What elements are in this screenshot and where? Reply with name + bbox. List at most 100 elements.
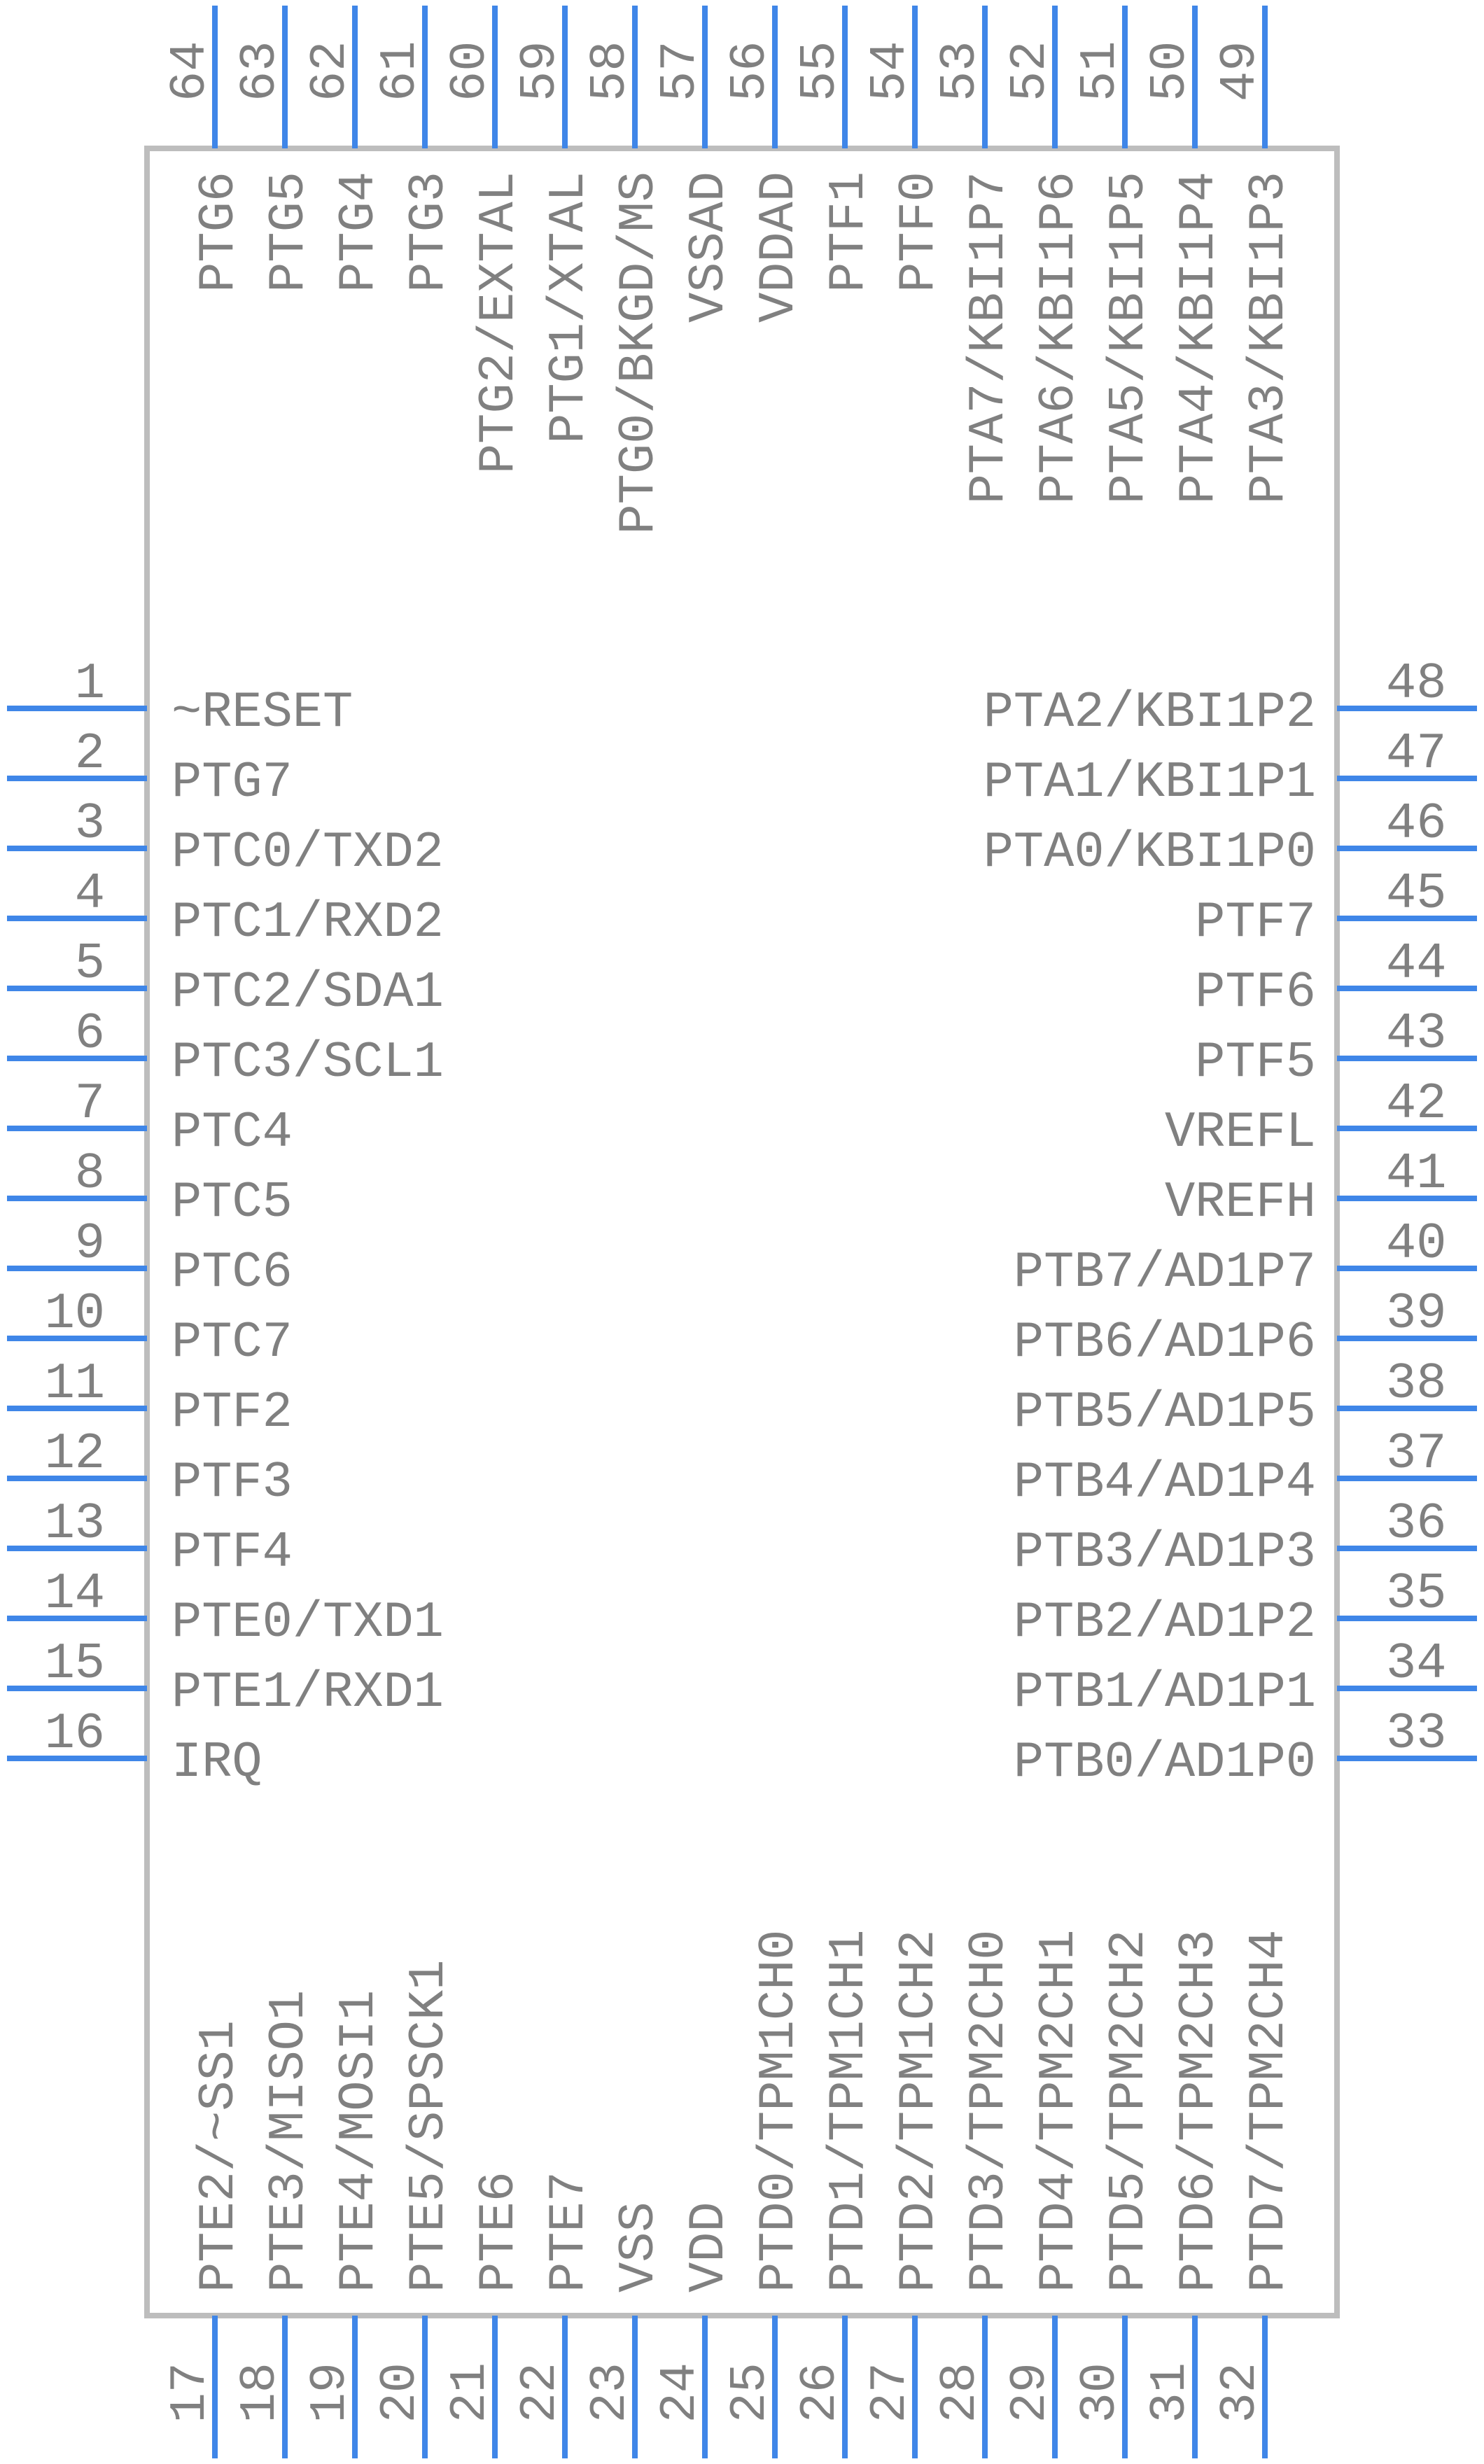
pin-19-name: PTE4/MOSI1 bbox=[330, 1990, 388, 2292]
pin-10-name: PTC7 bbox=[172, 1314, 293, 1371]
pin-25-name: PTD0/TPM1CH0 bbox=[750, 1930, 808, 2292]
pin-38-number: 38 bbox=[1386, 1355, 1446, 1413]
pin-35-name: PTB2/AD1P2 bbox=[1014, 1594, 1316, 1651]
pin-32-name: PTD7/TPM2CH4 bbox=[1240, 1930, 1298, 2292]
pin-18-name: PTE3/MISO1 bbox=[260, 1990, 318, 2292]
pin-36-number: 36 bbox=[1386, 1495, 1446, 1553]
pin-2-name: PTG7 bbox=[172, 754, 293, 811]
pin-43-name: PTF5 bbox=[1195, 1034, 1316, 1091]
pin-22-number: 22 bbox=[512, 2362, 569, 2423]
pin-6-number: 6 bbox=[75, 1005, 105, 1063]
pin-50-number: 50 bbox=[1142, 41, 1199, 102]
pin-52-name: PTA6/KBI1P6 bbox=[1030, 172, 1088, 504]
pin-60-number: 60 bbox=[442, 41, 499, 102]
pin-61-number: 61 bbox=[372, 41, 429, 102]
pin-41-number: 41 bbox=[1386, 1145, 1446, 1203]
pin-50-name: PTA4/KBI1P4 bbox=[1170, 172, 1228, 504]
pin-9-number: 9 bbox=[75, 1215, 105, 1273]
pin-53-name: PTA7/KBI1P7 bbox=[960, 172, 1018, 504]
pin-44-number: 44 bbox=[1386, 935, 1446, 993]
pin-5-name: PTC2/SDA1 bbox=[172, 964, 444, 1021]
pin-28-name: PTD3/TPM2CH0 bbox=[960, 1930, 1018, 2292]
pin-23-number: 23 bbox=[582, 2362, 639, 2423]
pin-37-name: PTB4/AD1P4 bbox=[1014, 1454, 1316, 1511]
pin-31-number: 31 bbox=[1142, 2362, 1199, 2423]
pin-31-name: PTD6/TPM2CH3 bbox=[1170, 1930, 1228, 2292]
pin-46-number: 46 bbox=[1386, 795, 1446, 853]
pin-46-name: PTA0/KBI1P0 bbox=[983, 824, 1316, 881]
pin-58-number: 58 bbox=[582, 41, 639, 102]
pin-21-number: 21 bbox=[442, 2362, 499, 2423]
pin-24-name: VDD bbox=[680, 2202, 738, 2292]
pin-57-name: VSSAD bbox=[680, 172, 738, 323]
pin-5-number: 5 bbox=[75, 935, 105, 993]
pin-20-number: 20 bbox=[372, 2362, 429, 2423]
pin-3-name: PTC0/TXD2 bbox=[172, 824, 444, 881]
pin-24-number: 24 bbox=[652, 2362, 709, 2423]
pin-22-name: PTE7 bbox=[540, 2171, 598, 2292]
pin-27-name: PTD2/TPM1CH2 bbox=[890, 1930, 948, 2292]
pin-10-number: 10 bbox=[45, 1285, 105, 1343]
pin-33-number: 33 bbox=[1386, 1705, 1446, 1763]
pins-layer bbox=[7, 6, 1477, 2458]
pin-40-number: 40 bbox=[1386, 1215, 1446, 1273]
pin-64-name: PTG6 bbox=[190, 172, 248, 293]
pin-59-name: PTG1/XTAL bbox=[540, 172, 598, 444]
pin-15-number: 15 bbox=[45, 1635, 105, 1693]
pin-61-name: PTG3 bbox=[400, 172, 458, 293]
pin-12-number: 12 bbox=[45, 1425, 105, 1483]
pin-37-number: 37 bbox=[1386, 1425, 1446, 1483]
pin-2-number: 2 bbox=[75, 725, 105, 783]
pin-40-name: PTB7/AD1P7 bbox=[1014, 1244, 1316, 1301]
pin-55-name: PTF1 bbox=[820, 172, 878, 293]
pin-1-name: ~RESET bbox=[172, 684, 353, 741]
pin-51-name: PTA5/KBI1P5 bbox=[1100, 172, 1158, 504]
pin-29-name: PTD4/TPM2CH1 bbox=[1030, 1930, 1088, 2292]
pin-26-name: PTD1/TPM1CH1 bbox=[820, 1930, 878, 2292]
pin-30-number: 30 bbox=[1072, 2362, 1129, 2423]
pin-7-number: 7 bbox=[75, 1075, 105, 1133]
pin-36-name: PTB3/AD1P3 bbox=[1014, 1524, 1316, 1581]
pin-19-number: 19 bbox=[302, 2362, 359, 2423]
pin-16-number: 16 bbox=[45, 1705, 105, 1763]
pin-44-name: PTF6 bbox=[1195, 964, 1316, 1021]
pin-9-name: PTC6 bbox=[172, 1244, 293, 1301]
pin-55-number: 55 bbox=[792, 41, 849, 102]
pin-4-number: 4 bbox=[75, 865, 105, 923]
pin-3-number: 3 bbox=[75, 795, 105, 853]
pin-43-number: 43 bbox=[1386, 1005, 1446, 1063]
pin-33-name: PTB0/AD1P0 bbox=[1014, 1734, 1316, 1791]
pin-11-number: 11 bbox=[45, 1355, 105, 1413]
pin-42-name: VREFL bbox=[1165, 1104, 1316, 1161]
pin-52-number: 52 bbox=[1002, 41, 1059, 102]
pin-34-number: 34 bbox=[1386, 1635, 1446, 1693]
pin-17-name: PTE2/~SS1 bbox=[190, 2020, 248, 2292]
pin-8-number: 8 bbox=[75, 1145, 105, 1203]
pin-45-name: PTF7 bbox=[1195, 894, 1316, 951]
pin-14-number: 14 bbox=[45, 1565, 105, 1623]
pin-7-name: PTC4 bbox=[172, 1104, 293, 1161]
pin-60-name: PTG2/EXTAL bbox=[470, 172, 528, 474]
pin-8-name: PTC5 bbox=[172, 1174, 293, 1231]
pin-15-name: PTE1/RXD1 bbox=[172, 1664, 444, 1721]
pin-25-number: 25 bbox=[722, 2362, 779, 2423]
pin-13-number: 13 bbox=[45, 1495, 105, 1553]
pin-48-number: 48 bbox=[1386, 655, 1446, 713]
pin-21-name: PTE6 bbox=[470, 2171, 528, 2292]
pin-1-number: 1 bbox=[75, 655, 105, 713]
pin-4-name: PTC1/RXD2 bbox=[172, 894, 444, 951]
pin-41-name: VREFH bbox=[1165, 1174, 1316, 1231]
pin-49-name: PTA3/KBI1P3 bbox=[1240, 172, 1298, 504]
pin-14-name: PTE0/TXD1 bbox=[172, 1594, 444, 1651]
pin-54-name: PTF0 bbox=[890, 172, 948, 293]
pin-39-number: 39 bbox=[1386, 1285, 1446, 1343]
pin-20-name: PTE5/SPSCK1 bbox=[400, 1960, 458, 2292]
pin-57-number: 57 bbox=[652, 41, 709, 102]
pin-30-name: PTD5/TPM2CH2 bbox=[1100, 1930, 1158, 2292]
pin-35-number: 35 bbox=[1386, 1565, 1446, 1623]
pin-11-name: PTF2 bbox=[172, 1384, 293, 1441]
pin-56-number: 56 bbox=[722, 41, 779, 102]
pin-47-number: 47 bbox=[1386, 725, 1446, 783]
pin-39-name: PTB6/AD1P6 bbox=[1014, 1314, 1316, 1371]
